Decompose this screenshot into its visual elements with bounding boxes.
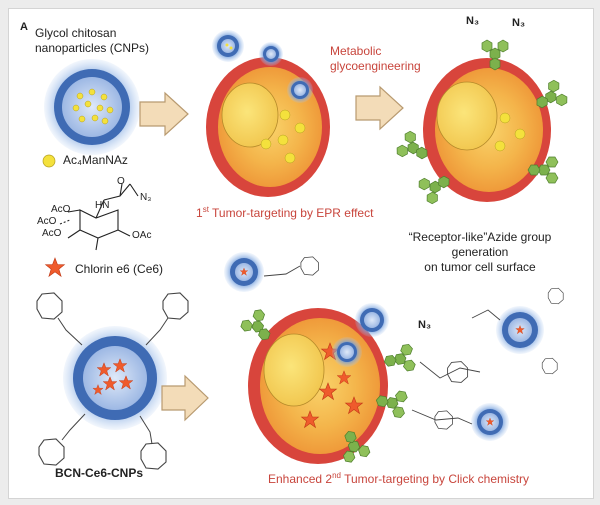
enhanced-targeting-label: Enhanced 2nd Tumor-targeting by Click ch…	[268, 471, 530, 486]
receptor-line2: generation	[451, 245, 509, 259]
receptor-line3: on tumor cell surface	[424, 260, 536, 274]
molecule-hn: HN	[95, 200, 110, 211]
tumor-cell-2	[394, 39, 570, 206]
tumor-cell-3	[224, 252, 564, 465]
cnp-label-line2: nanoparticles (CNPs)	[35, 41, 150, 55]
molecule-oac: OAc	[132, 230, 152, 241]
bcn-ce6-cnp	[36, 292, 189, 470]
azide-label-bottom: N₃	[418, 319, 432, 331]
ac4mannaz-structure	[59, 183, 139, 251]
molecule-aco-3: AcO	[42, 228, 62, 239]
cnp-label-line1: Glycol chitosan	[35, 26, 117, 40]
ac4mannaz-label: Ac₄ManNAz	[63, 153, 128, 167]
ac4mannaz-legend-dot	[42, 154, 56, 168]
tumor-cell-1	[206, 30, 330, 197]
molecule-aco-2: AcO	[37, 216, 57, 227]
metabolic-line2: glycoengineering	[330, 59, 421, 73]
ce6-label: Chlorin e6 (Ce6)	[75, 262, 164, 276]
first-targeting-label: 1st Tumor-targeting by EPR effect	[196, 205, 374, 220]
bcn-label: BCN-Ce6-CNPs	[55, 466, 144, 480]
ce6-legend-star	[45, 257, 65, 277]
azide-label-top-left: N₃	[466, 15, 480, 27]
cnp-nanoparticle	[44, 59, 140, 155]
arrow-right-1	[139, 91, 189, 137]
receptor-line1: “Receptor-like”Azide group	[408, 230, 552, 244]
arrow-right-2	[355, 85, 404, 131]
azide-label-top-right: N₃	[512, 17, 526, 29]
molecule-aco-1: AcO	[51, 204, 71, 215]
arrow-right-3	[161, 374, 209, 422]
metabolic-line1: Metabolic	[330, 44, 382, 58]
panel-letter: A	[20, 21, 28, 33]
molecule-o: O	[117, 176, 125, 187]
molecule-n3: N₃	[140, 192, 152, 203]
